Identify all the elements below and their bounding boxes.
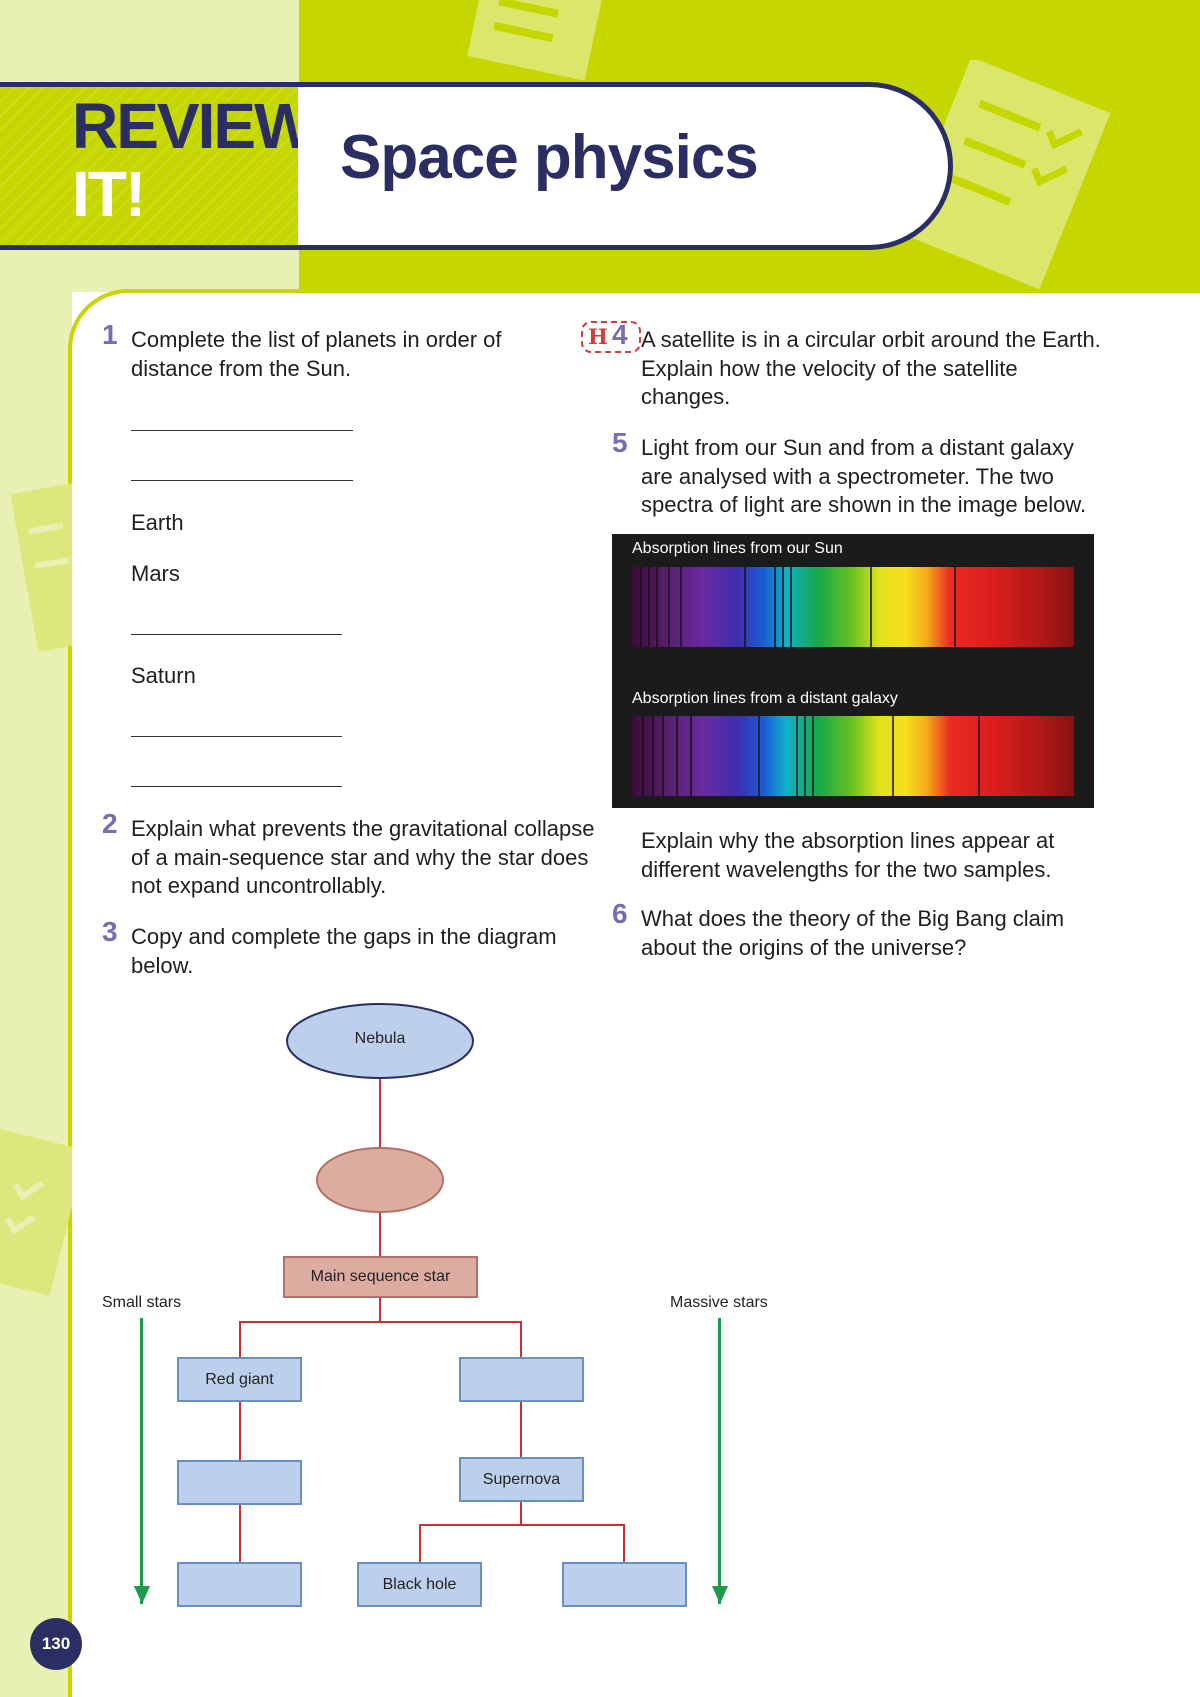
connector-line — [239, 1401, 241, 1461]
question-6-text: What does the theory of the Big Bang cla… — [641, 906, 1065, 960]
galaxy-spectrum — [632, 716, 1074, 796]
question-number-4: 4 — [612, 319, 628, 350]
question-1-text: Complete the list of planets in order of… — [131, 327, 502, 381]
planet-saturn: Saturn — [131, 663, 196, 688]
connector-line — [239, 1321, 241, 1358]
supernova-label: Supernova — [482, 1470, 561, 1488]
connector-line — [239, 1504, 241, 1563]
checklist-icon — [900, 60, 1111, 290]
question-5-text: Light from our Sun and from a distant ga… — [641, 435, 1087, 517]
answer-line[interactable] — [131, 736, 342, 737]
page-title: Space physics — [340, 123, 759, 192]
nebula-label: Nebula — [354, 1030, 406, 1047]
black-hole-node: Black hole — [357, 1562, 482, 1607]
question-number-6: 6 — [612, 898, 628, 929]
main-sequence-star-label: Main sequence star — [310, 1268, 451, 1285]
planet-mars: Mars — [131, 561, 180, 586]
blank-diagram-box[interactable] — [177, 1460, 302, 1505]
review-it-tag: REVIEW IT! — [72, 90, 314, 230]
spectrum-sun-label: Absorption lines from our Sun — [632, 540, 843, 557]
question-number-1: 1 — [102, 319, 118, 350]
arrow-down-icon — [134, 1586, 150, 1604]
connector-line — [239, 1321, 522, 1323]
review-it-band — [0, 82, 299, 250]
blank-diagram-box[interactable] — [459, 1357, 584, 1402]
red-giant-label: Red giant — [205, 1370, 274, 1388]
blank-diagram-box[interactable] — [562, 1562, 687, 1607]
red-giant-node: Red giant — [177, 1357, 302, 1402]
answer-line[interactable] — [131, 786, 342, 787]
checklist-icon — [10, 480, 72, 652]
answer-line[interactable] — [131, 430, 353, 431]
question-number-3: 3 — [102, 916, 118, 947]
blank-diagram-box[interactable] — [177, 1562, 302, 1607]
connector-line — [419, 1524, 421, 1563]
spectrum-image: Absorption lines from our Sun Absorption… — [612, 534, 1094, 808]
checklist-icon — [467, 0, 608, 80]
massive-stars-arrow — [718, 1318, 721, 1604]
question-number-5: 5 — [612, 427, 628, 458]
question-2-text: Explain what prevents the gravitational … — [131, 816, 595, 898]
question-number-2: 2 — [102, 808, 118, 839]
connector-line — [520, 1501, 522, 1525]
question-4-text: A satellite is in a circular orbit aroun… — [641, 327, 1101, 409]
nebula-node — [286, 1003, 474, 1079]
connector-line — [520, 1401, 522, 1458]
supernova-node: Supernova — [459, 1457, 584, 1502]
higher-tier-badge — [581, 321, 641, 353]
question-3-text: Copy and complete the gaps in the diagra… — [131, 924, 557, 978]
review-it-line2: IT! — [72, 158, 146, 230]
higher-tier-label: H — [588, 324, 608, 349]
blank-pink-ellipse-node[interactable] — [314, 1145, 446, 1215]
small-stars-label: Small stars — [102, 1294, 182, 1311]
connector-line — [379, 1079, 381, 1148]
review-it-line1: REVIEW — [72, 90, 314, 162]
black-hole-label: Black hole — [382, 1575, 457, 1593]
connector-line — [379, 1296, 381, 1322]
answer-line[interactable] — [131, 480, 353, 481]
connector-line — [419, 1524, 625, 1526]
planet-earth: Earth — [131, 510, 184, 535]
question-5-followup: Explain why the absorption lines appear … — [641, 828, 1055, 882]
massive-stars-label: Massive stars — [670, 1294, 768, 1311]
connector-line — [623, 1524, 625, 1563]
connector-line — [379, 1212, 381, 1256]
title-banner — [298, 82, 953, 250]
sun-spectrum — [632, 567, 1074, 647]
spectrum-galaxy-label: Absorption lines from a distant galaxy — [632, 690, 898, 707]
checklist-icon — [0, 1128, 72, 1296]
connector-line — [520, 1321, 522, 1358]
arrow-down-icon — [712, 1586, 728, 1604]
small-stars-arrow — [140, 1318, 143, 1604]
answer-line[interactable] — [131, 634, 342, 635]
page-number: 130 — [30, 1618, 82, 1670]
main-sequence-star-node: Main sequence star — [283, 1256, 478, 1298]
